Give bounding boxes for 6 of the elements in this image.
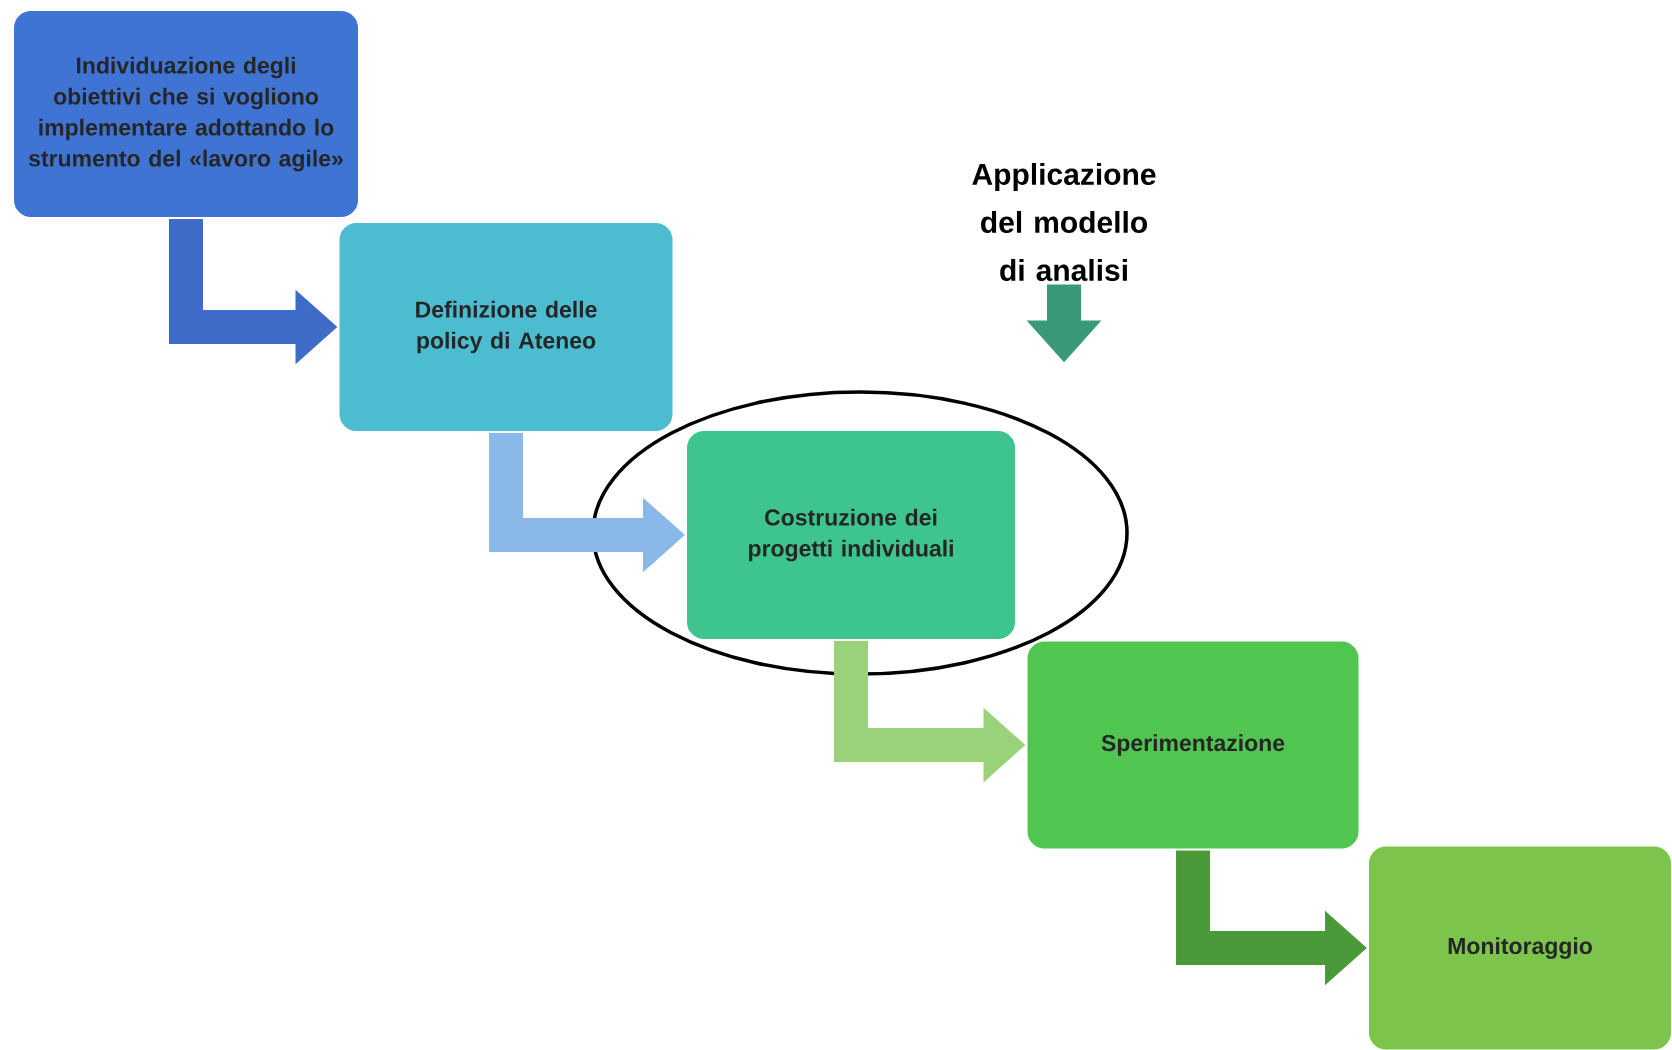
process-box: Definizione delle policy di Ateneo [337,221,675,433]
process-box: Monitoraggio [1367,844,1672,1050]
process-box: Individuazione degli obiettivi che si vogliono implementare adottando lo strumento del «lavoro agile» [12,9,360,219]
process-box: Sperimentazione [1025,639,1361,851]
step-label: Applicazione del modello di analisi [972,163,1156,282]
process-box: Costruzione dei progetti individuali [685,429,1017,641]
